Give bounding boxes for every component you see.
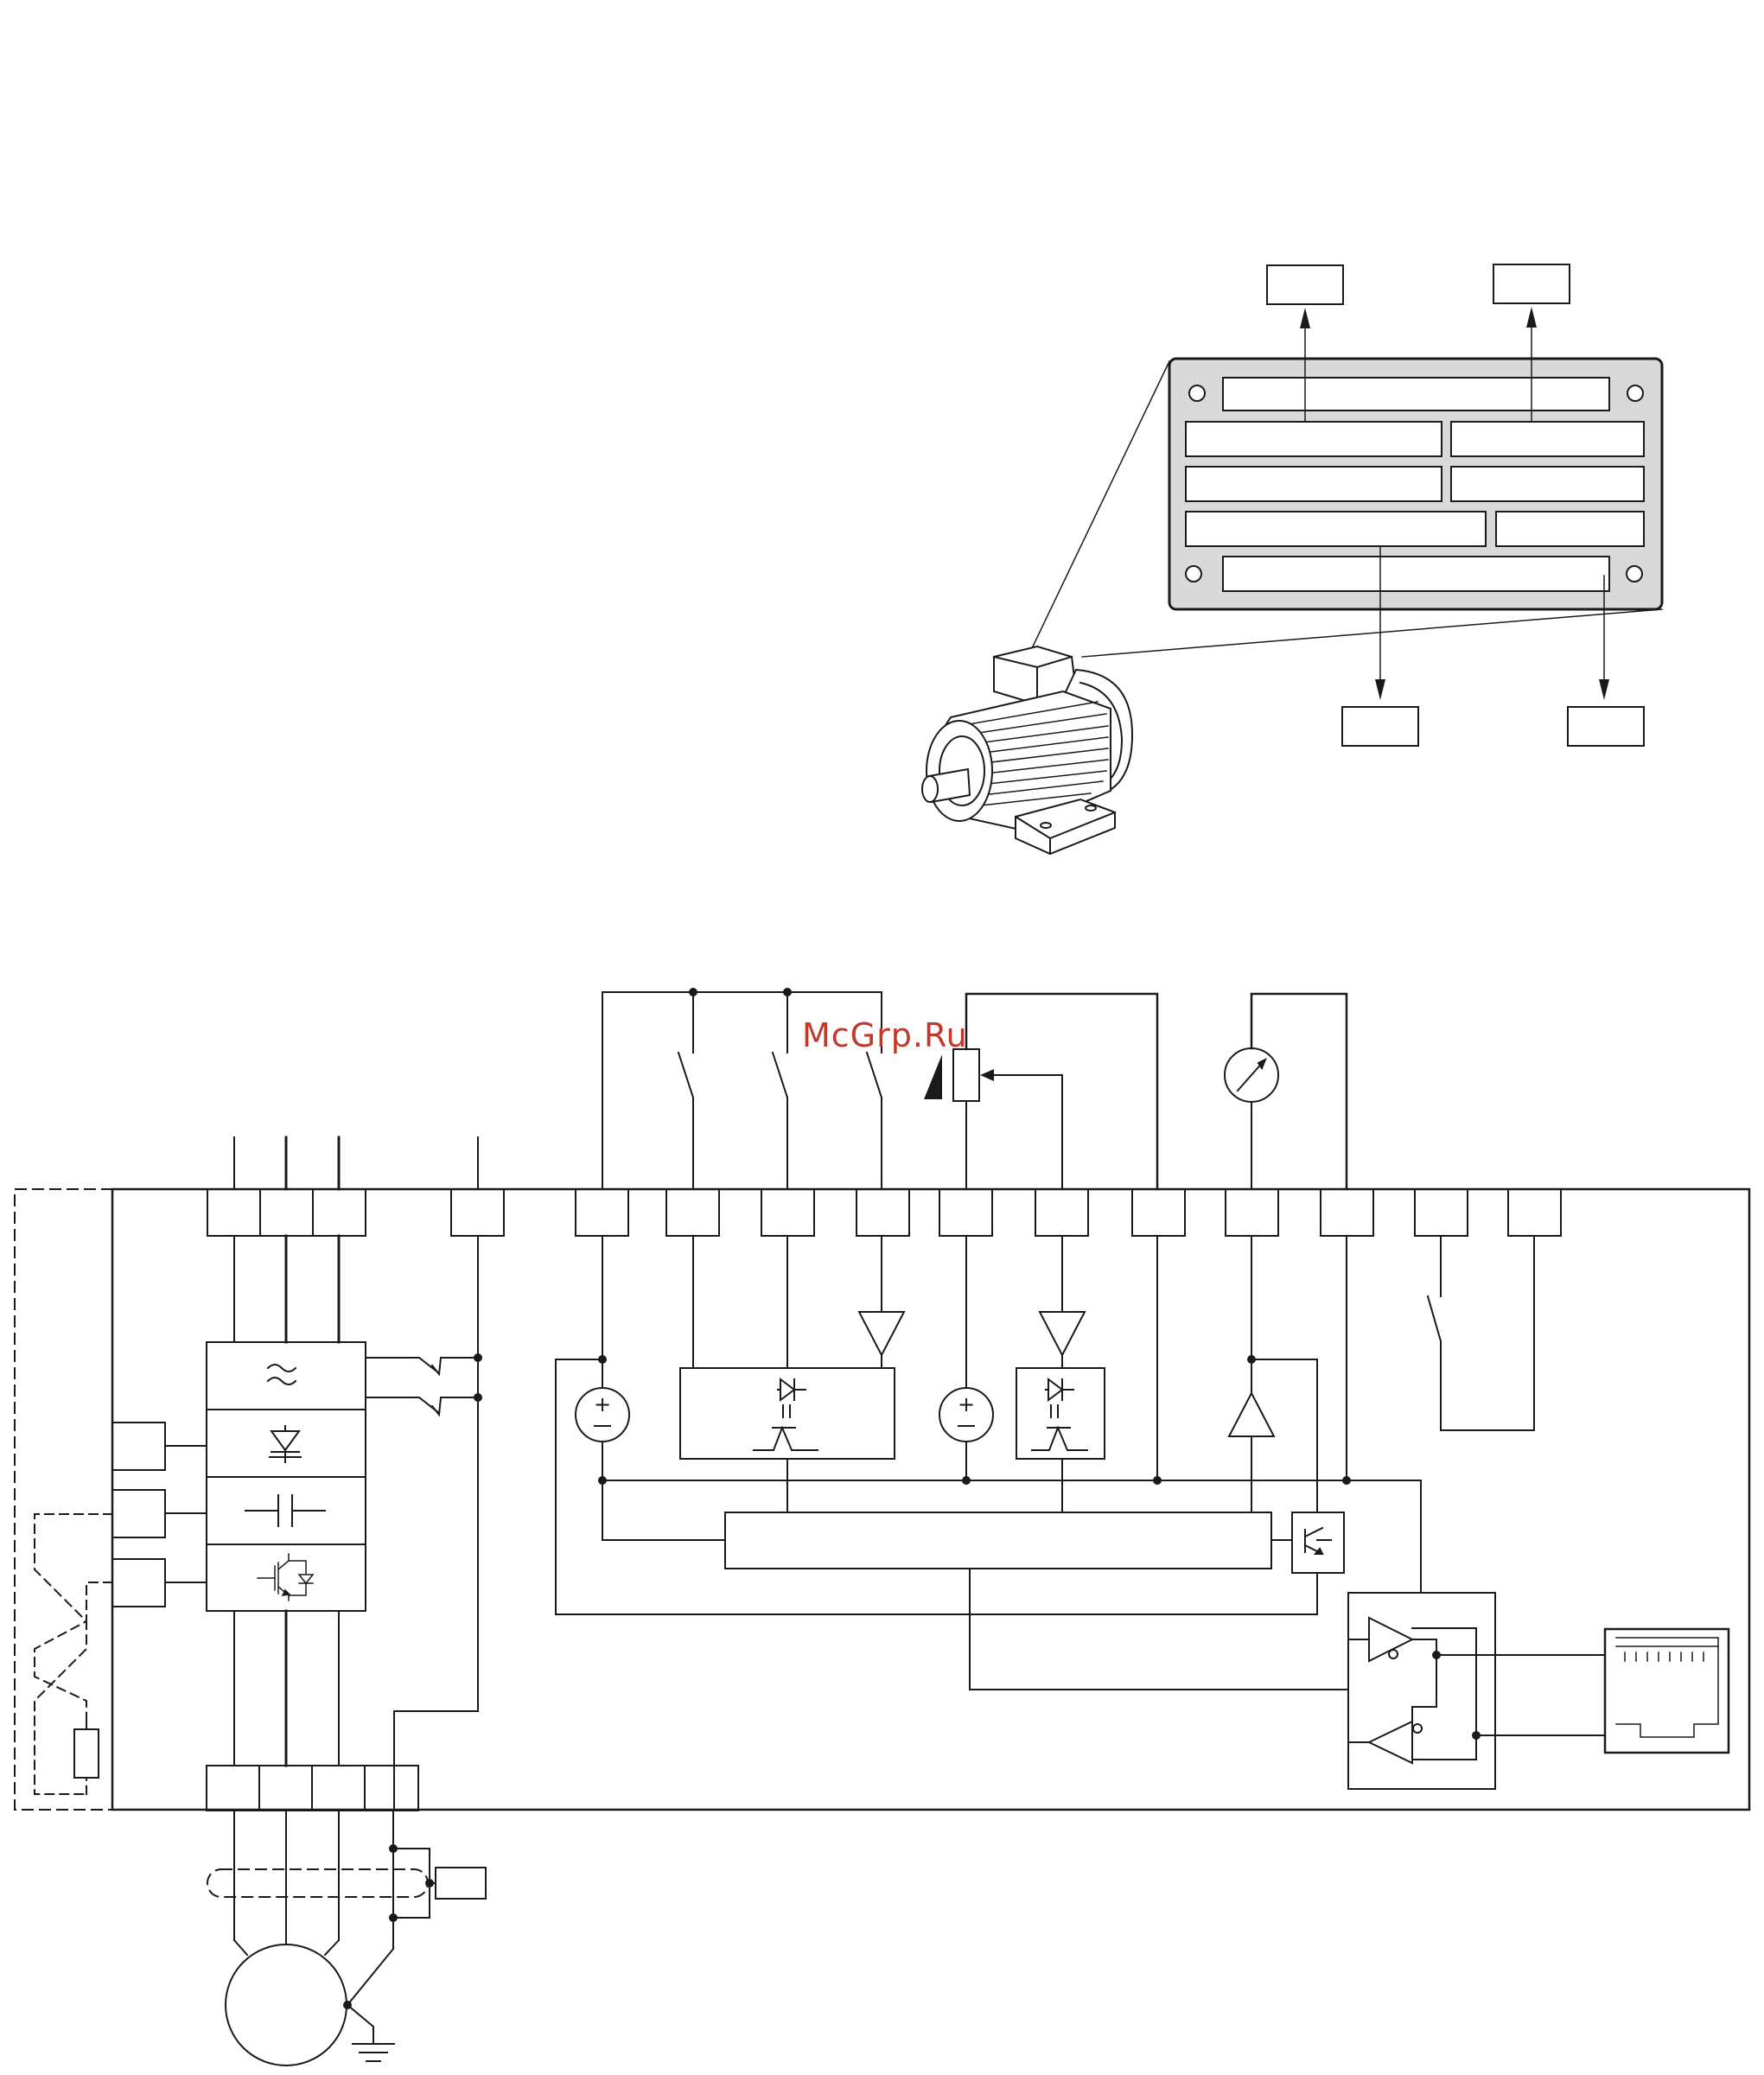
svg-text:+: +: [594, 1392, 611, 1416]
rs485-transceiver: [1348, 1593, 1605, 1789]
inverter-enclosure: [112, 1189, 1749, 1810]
nameplate-icon: [1169, 359, 1662, 609]
rj45-connector-icon: [1605, 1629, 1729, 1753]
meter-icon: [1225, 994, 1347, 1189]
callout-box-top-right: [1493, 264, 1570, 303]
power-stage-block: [207, 1342, 366, 1611]
potentiometer-icon: [924, 994, 1157, 1189]
control-terminals: [576, 1189, 1561, 1236]
switch-icon: [602, 989, 882, 1189]
svg-text:+: +: [958, 1392, 975, 1416]
nameplate-callout: [1033, 264, 1662, 746]
callout-box-bottom-left: [1342, 707, 1418, 746]
callout-box-top-left: [1267, 265, 1343, 304]
mains-terminal-block: [207, 1137, 366, 1342]
transistor-output-icon: [1271, 1512, 1344, 1573]
dc-source-icon: +: [576, 1359, 629, 1480]
relay-contact-icon: [366, 1354, 481, 1415]
control-processor: [725, 1512, 1271, 1569]
filter-icon: [268, 1365, 296, 1384]
watermark-text: McGrp.Ru: [802, 1016, 968, 1054]
optocoupler-icon: [680, 1368, 895, 1459]
motor-cable: [207, 1811, 486, 2005]
optocoupler-icon-2: [1016, 1368, 1105, 1459]
buffer-triangle-icon: [859, 1236, 904, 1368]
callout-box-bottom-right: [1568, 707, 1644, 746]
ground-icon: [344, 2002, 394, 2061]
output-terminal-block: [207, 1766, 418, 1811]
motor-illustration-icon: [921, 646, 1132, 854]
aux-terminals: [35, 1423, 207, 1794]
igbt-icon: [258, 1554, 313, 1601]
rectifier-diode-icon: [270, 1426, 301, 1462]
pe-terminal: [394, 1137, 504, 1810]
capacitor-icon: [245, 1495, 325, 1526]
relay-output-contact: [1428, 1236, 1534, 1430]
motor-symbol-icon: [226, 1945, 347, 2065]
optional-enclosure-dashed: [15, 1189, 112, 1810]
